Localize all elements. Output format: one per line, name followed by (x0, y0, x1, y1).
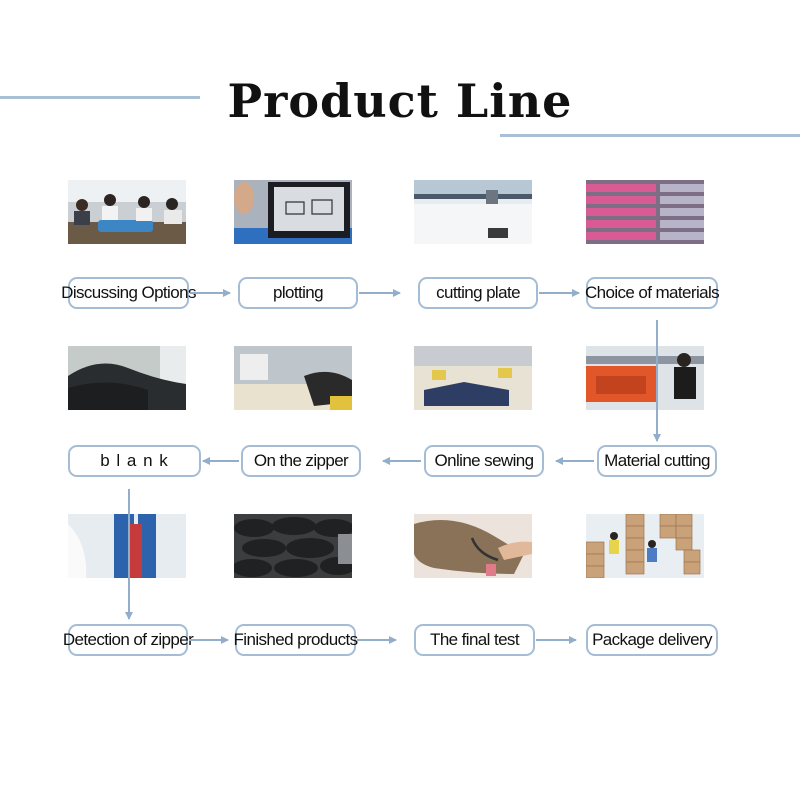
monitor-photo (234, 180, 352, 244)
step-detection-of-zipper: Detection of zipper (63, 624, 194, 656)
page-title: Product Line (227, 74, 573, 128)
step-on-the-zipper: On the zipper (241, 445, 361, 477)
blank-pile-photo-row2 (68, 346, 186, 410)
cutting-table-photo (414, 180, 532, 244)
step-plotting: plotting (238, 277, 358, 309)
cutting-machine-photo (586, 346, 704, 410)
title-rule-right (500, 134, 800, 137)
step-online-sewing: Online sewing (424, 445, 544, 477)
sewing-table-photo (414, 346, 532, 410)
sewing-table-photo-row2 (234, 346, 352, 410)
finished-pile-photo (234, 514, 352, 578)
step-blank: b l a n k (68, 445, 201, 477)
step-choice-of-materials: Choice of materials (585, 277, 720, 309)
step-the-final-test: The final test (414, 624, 535, 656)
title-rule-left (0, 96, 200, 99)
boxes-photo (586, 514, 704, 578)
case-inspection-photo (414, 514, 532, 578)
meeting-photo (68, 180, 186, 244)
step-discussing-options: Discussing Options (61, 277, 196, 309)
step-package-delivery: Package delivery (586, 624, 718, 656)
step-material-cutting: Material cutting (597, 445, 717, 477)
fabric-rolls-photo (586, 180, 704, 244)
step-finished-products: Finished products (234, 624, 358, 656)
step-cutting-plate: cutting plate (418, 277, 538, 309)
